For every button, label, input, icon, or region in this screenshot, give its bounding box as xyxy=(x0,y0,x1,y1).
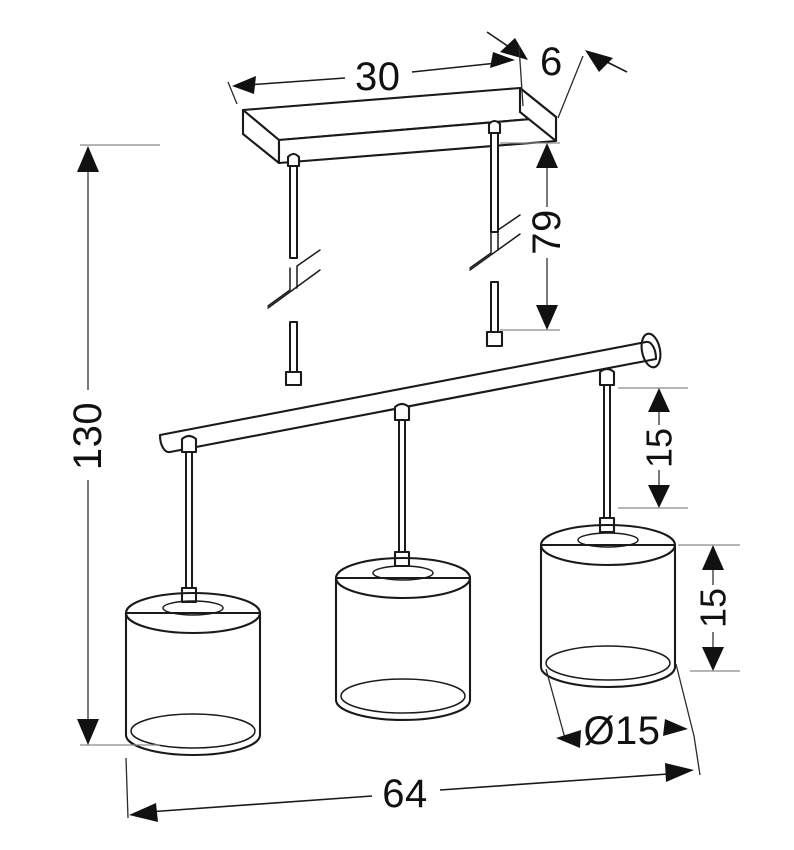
canopy-length-label: 30 xyxy=(355,55,401,99)
overall-width-label: 64 xyxy=(382,772,428,816)
lamp-shade-right xyxy=(539,523,677,689)
rod-drop-15: 15 xyxy=(618,387,688,509)
lamp-shade-middle xyxy=(334,556,472,722)
shade-height-15: 15 xyxy=(678,544,740,672)
pendant-rod-right xyxy=(598,367,616,534)
total-height-130: 130 xyxy=(66,144,160,746)
ceiling-canopy-plate xyxy=(241,86,558,165)
horizontal-cross-bar xyxy=(158,332,662,454)
overall-width-64: 64 xyxy=(125,735,701,822)
shade-diameter-label: Ø15 xyxy=(583,709,660,753)
canopy-length-30: 30 xyxy=(227,52,515,105)
shade-diameter-15: Ø15 xyxy=(545,663,695,753)
rod-break-symbol-left xyxy=(267,249,321,309)
lamp-shade-left xyxy=(124,591,262,757)
rod-break-symbol-right xyxy=(469,214,521,271)
suspension-drop-label: 79 xyxy=(525,209,569,255)
rod-drop-label: 15 xyxy=(639,428,680,468)
suspension-drop-79: 79 xyxy=(500,142,569,331)
suspension-rod-right xyxy=(485,119,504,348)
suspension-rod-left xyxy=(284,152,303,387)
canopy-thickness-label: 6 xyxy=(540,40,563,84)
pendant-rod-left xyxy=(180,434,198,604)
total-height-label: 130 xyxy=(66,402,110,470)
canopy-thickness-6: 6 xyxy=(486,31,628,119)
shade-height-label: 15 xyxy=(693,588,734,628)
pendant-rod-middle xyxy=(393,402,411,568)
